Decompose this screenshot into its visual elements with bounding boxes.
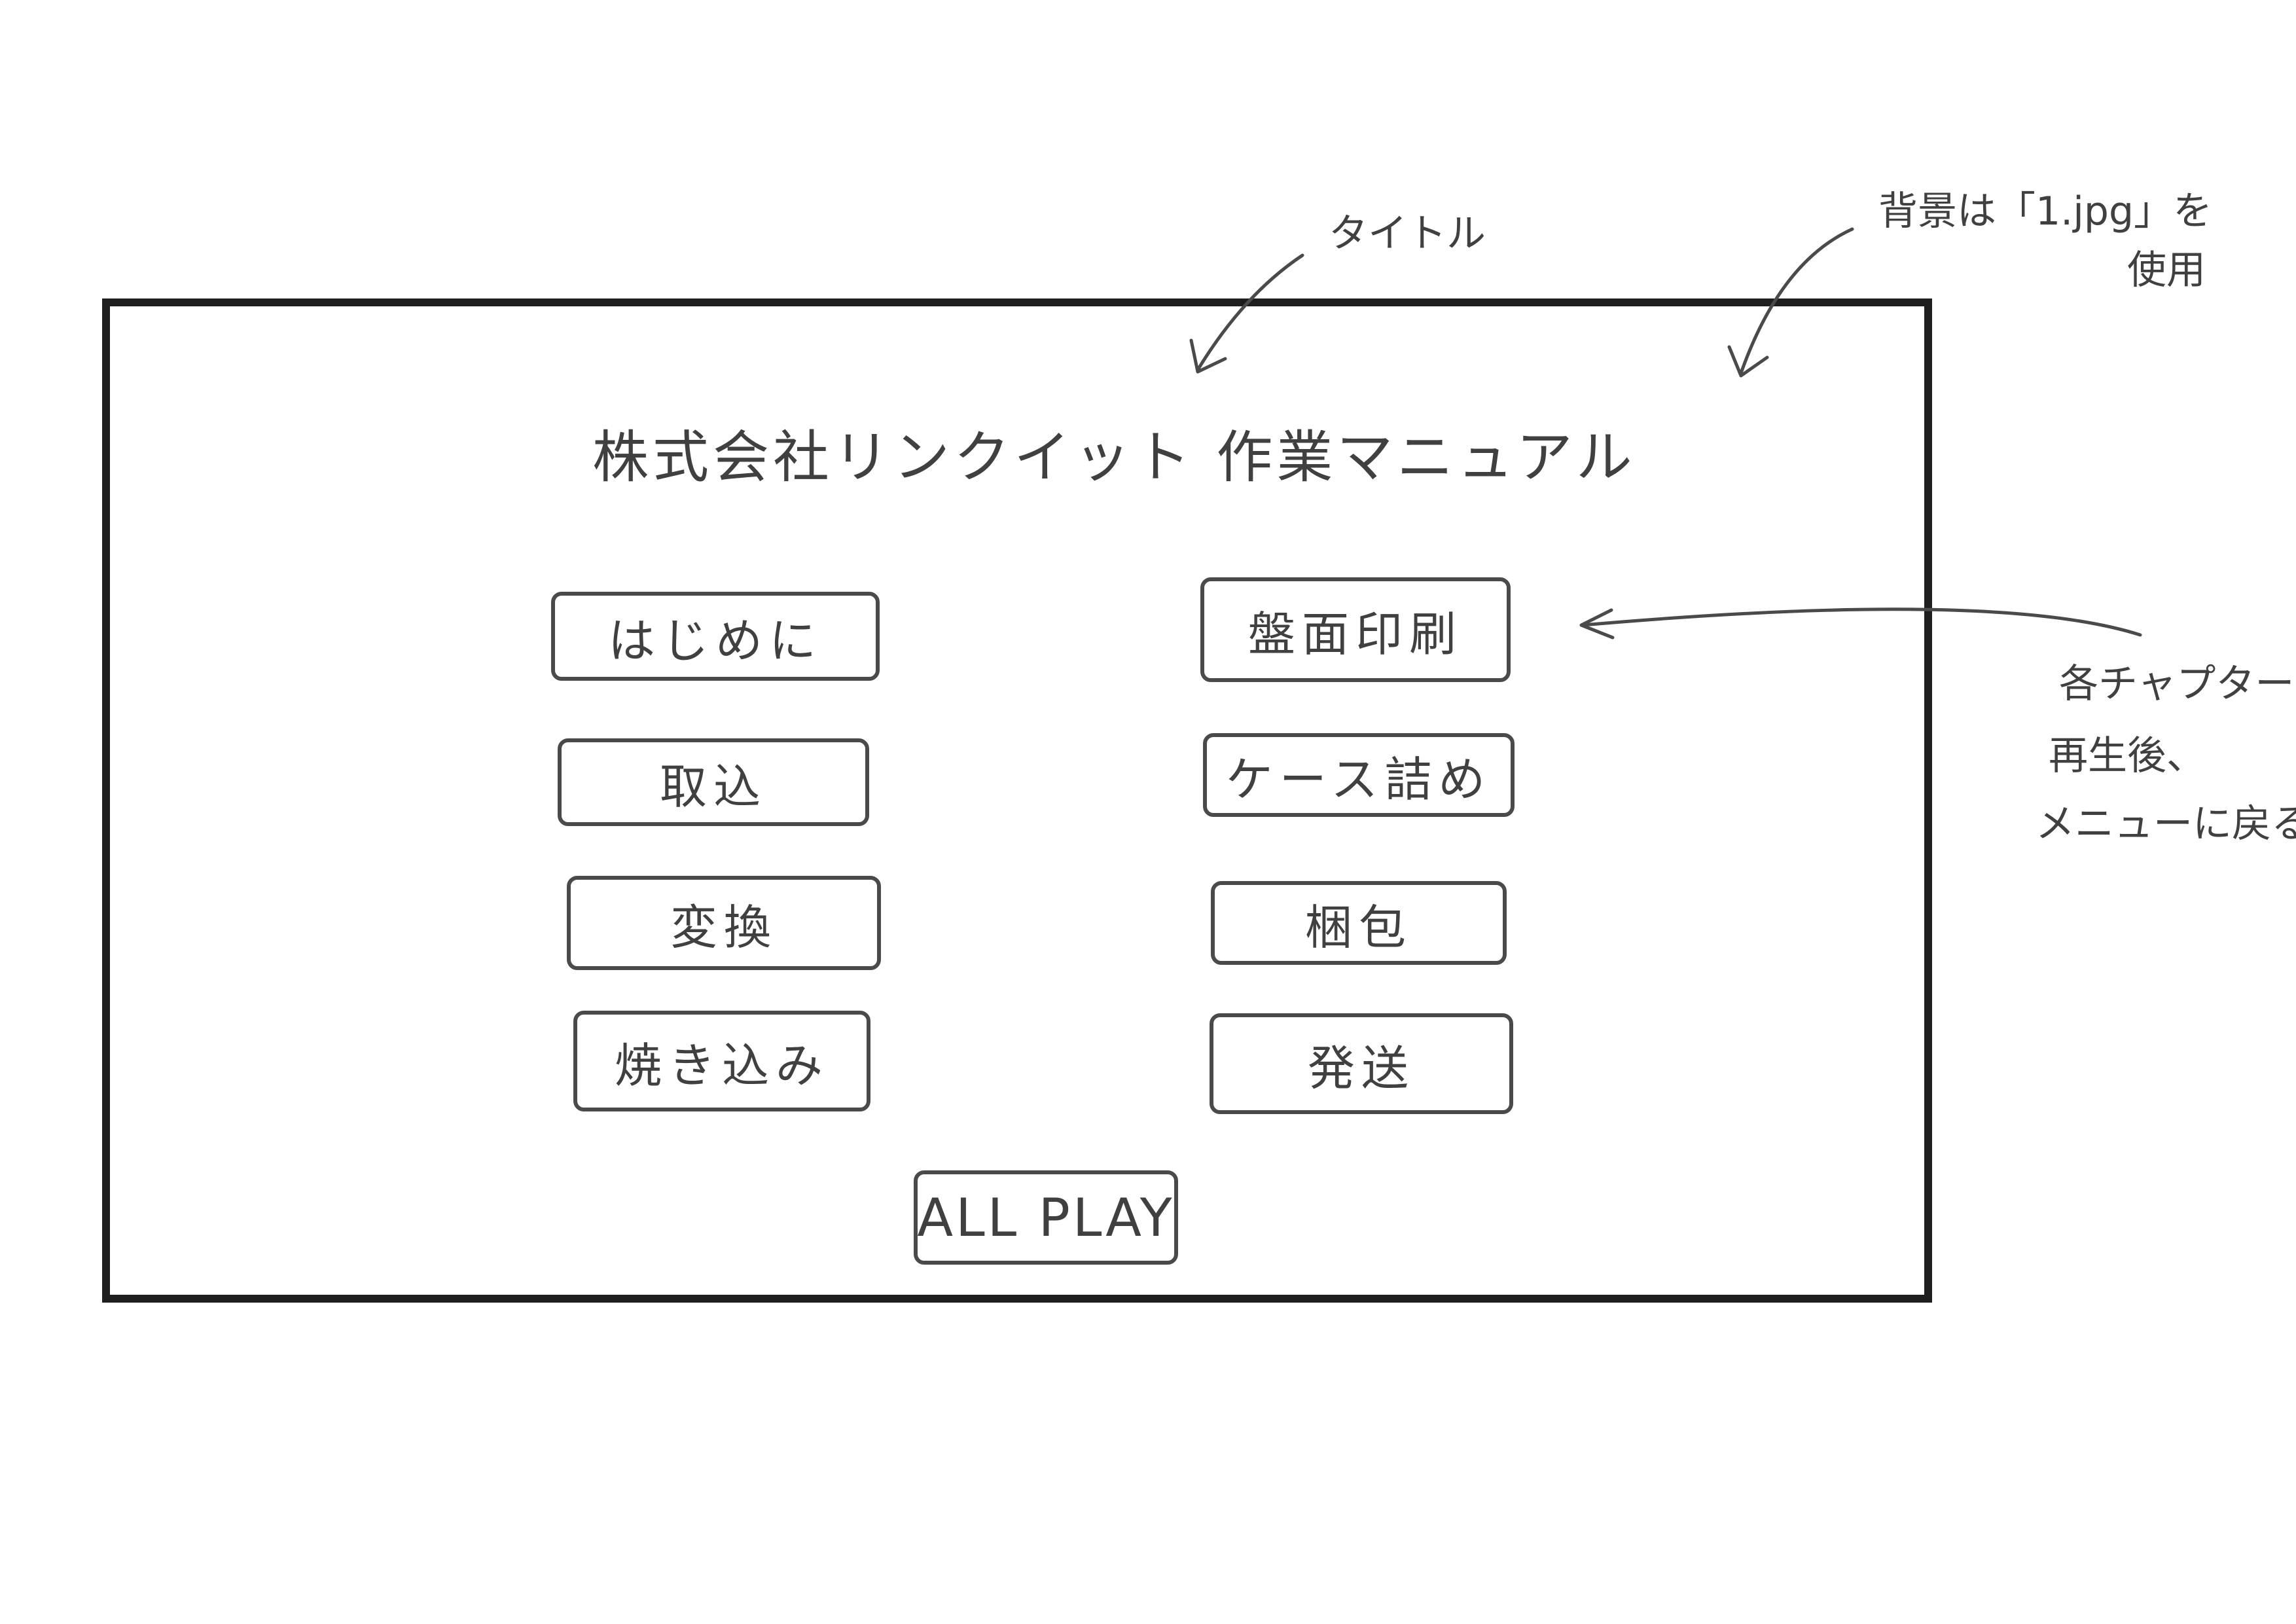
chapter-button-hajimeni[interactable]: はじめに — [551, 592, 880, 681]
chapter-button-label: ケース詰め — [1225, 751, 1492, 807]
chapter-button-banmen-insatsu[interactable]: 盤面印刷 — [1200, 577, 1511, 682]
chapter-button-label: 取込 — [659, 759, 767, 814]
chapter-button-konpou[interactable]: 梱包 — [1211, 881, 1507, 965]
annotation-chapter-note-line2: 再生後、 — [2049, 733, 2206, 779]
all-play-label: ALL PLAY — [917, 1187, 1175, 1248]
chapter-button-yakikomi[interactable]: 焼き込み — [573, 1011, 870, 1111]
chapter-button-label: 梱包 — [1304, 899, 1412, 955]
chapter-button-hassou[interactable]: 発送 — [1210, 1013, 1513, 1114]
annotation-chapter-note-line1: 各チャプター — [2059, 661, 2295, 707]
annotation-chapter-note-line3: メニューに戻る — [2036, 801, 2296, 847]
annotation-background-note-line1: 背景は「1.jpg」を — [1878, 189, 2213, 234]
chapter-button-label: 変換 — [670, 899, 778, 955]
annotation-title-note: タイトル — [1329, 211, 1486, 257]
chapter-button-torikomi[interactable]: 取込 — [558, 738, 869, 826]
chapter-button-label: 焼き込み — [614, 1038, 829, 1093]
chapter-button-label: 発送 — [1307, 1040, 1415, 1096]
chapter-button-label: 盤面印刷 — [1247, 606, 1463, 662]
all-play-button[interactable]: ALL PLAY — [914, 1170, 1178, 1265]
page-title: 株式会社リンクイット 作業マニュアル — [592, 425, 1636, 490]
chapter-button-case-zume[interactable]: ケース詰め — [1203, 733, 1515, 817]
screen-frame — [102, 298, 1932, 1303]
chapter-button-henkan[interactable]: 変換 — [567, 876, 881, 970]
annotation-background-note-line2: 使用 — [2127, 247, 2206, 293]
chapter-button-label: はじめに — [607, 613, 823, 668]
